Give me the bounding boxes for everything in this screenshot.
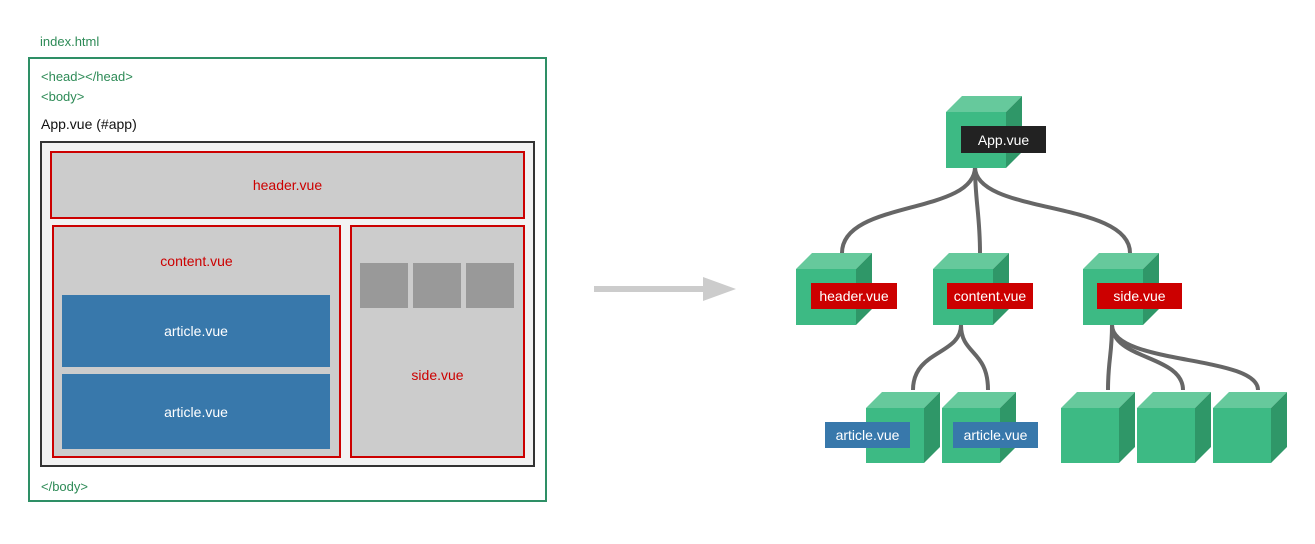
cube-top <box>1061 392 1135 408</box>
tree-node-article-label: article.vue <box>953 422 1038 448</box>
cube-side-child <box>1213 392 1287 463</box>
content-box: content.vue article.vue article.vue <box>52 225 341 458</box>
side-thumbnail <box>466 263 514 308</box>
tree-node-side-label: side.vue <box>1097 283 1182 309</box>
cube-side <box>1119 392 1135 463</box>
tree-links <box>840 166 1260 391</box>
article-label: article.vue <box>164 403 228 420</box>
cube-side-child <box>1137 392 1211 463</box>
app-container: header.vue content.vue article.vue artic… <box>40 141 535 467</box>
cube-front <box>1061 408 1119 463</box>
cube-front <box>1213 408 1271 463</box>
link-side-child3 <box>1110 324 1260 391</box>
article-box: article.vue <box>62 295 330 367</box>
tree-node-article-label: article.vue <box>825 422 910 448</box>
side-thumbnail <box>360 263 408 308</box>
side-box: side.vue <box>350 225 525 458</box>
link-content-article1 <box>911 324 963 391</box>
cube-side <box>924 392 940 463</box>
tree-node-header-label: header.vue <box>811 283 897 309</box>
article-label: article.vue <box>164 323 228 339</box>
content-label: content.vue <box>160 253 233 269</box>
side-thumbnail <box>413 263 461 308</box>
index-html-frame <box>28 57 547 502</box>
file-label: index.html <box>40 34 100 49</box>
cube-top <box>1083 253 1159 269</box>
cube-top <box>866 392 940 408</box>
cube-top <box>946 96 1022 112</box>
app-label: App.vue (#app) <box>41 116 137 132</box>
tree-node-content-label: content.vue <box>947 283 1033 309</box>
side-label: side.vue <box>411 367 464 383</box>
link-app-header <box>840 166 977 254</box>
link-side-child1 <box>1106 324 1114 391</box>
cube-top <box>942 392 1016 408</box>
cube-side <box>1195 392 1211 463</box>
tree-node-app-label: App.vue <box>961 126 1046 153</box>
cube-top <box>1213 392 1287 408</box>
transform-arrow <box>594 277 736 301</box>
body-open-tag: <body> <box>41 89 85 104</box>
link-content-article2 <box>959 324 990 391</box>
head-tag: <head></head> <box>41 69 133 84</box>
cube-side <box>1271 392 1287 463</box>
cube-top <box>1137 392 1211 408</box>
link-app-side <box>973 166 1132 254</box>
cube-top <box>933 253 1009 269</box>
arrow-head-icon <box>703 277 736 301</box>
header-box: header.vue <box>50 151 525 219</box>
cube-side-child <box>1061 392 1135 463</box>
cube-front <box>1137 408 1195 463</box>
cube-top <box>796 253 872 269</box>
header-label: header.vue <box>252 177 323 193</box>
body-close-tag: </body> <box>41 479 88 494</box>
article-box: article.vue <box>62 374 330 449</box>
